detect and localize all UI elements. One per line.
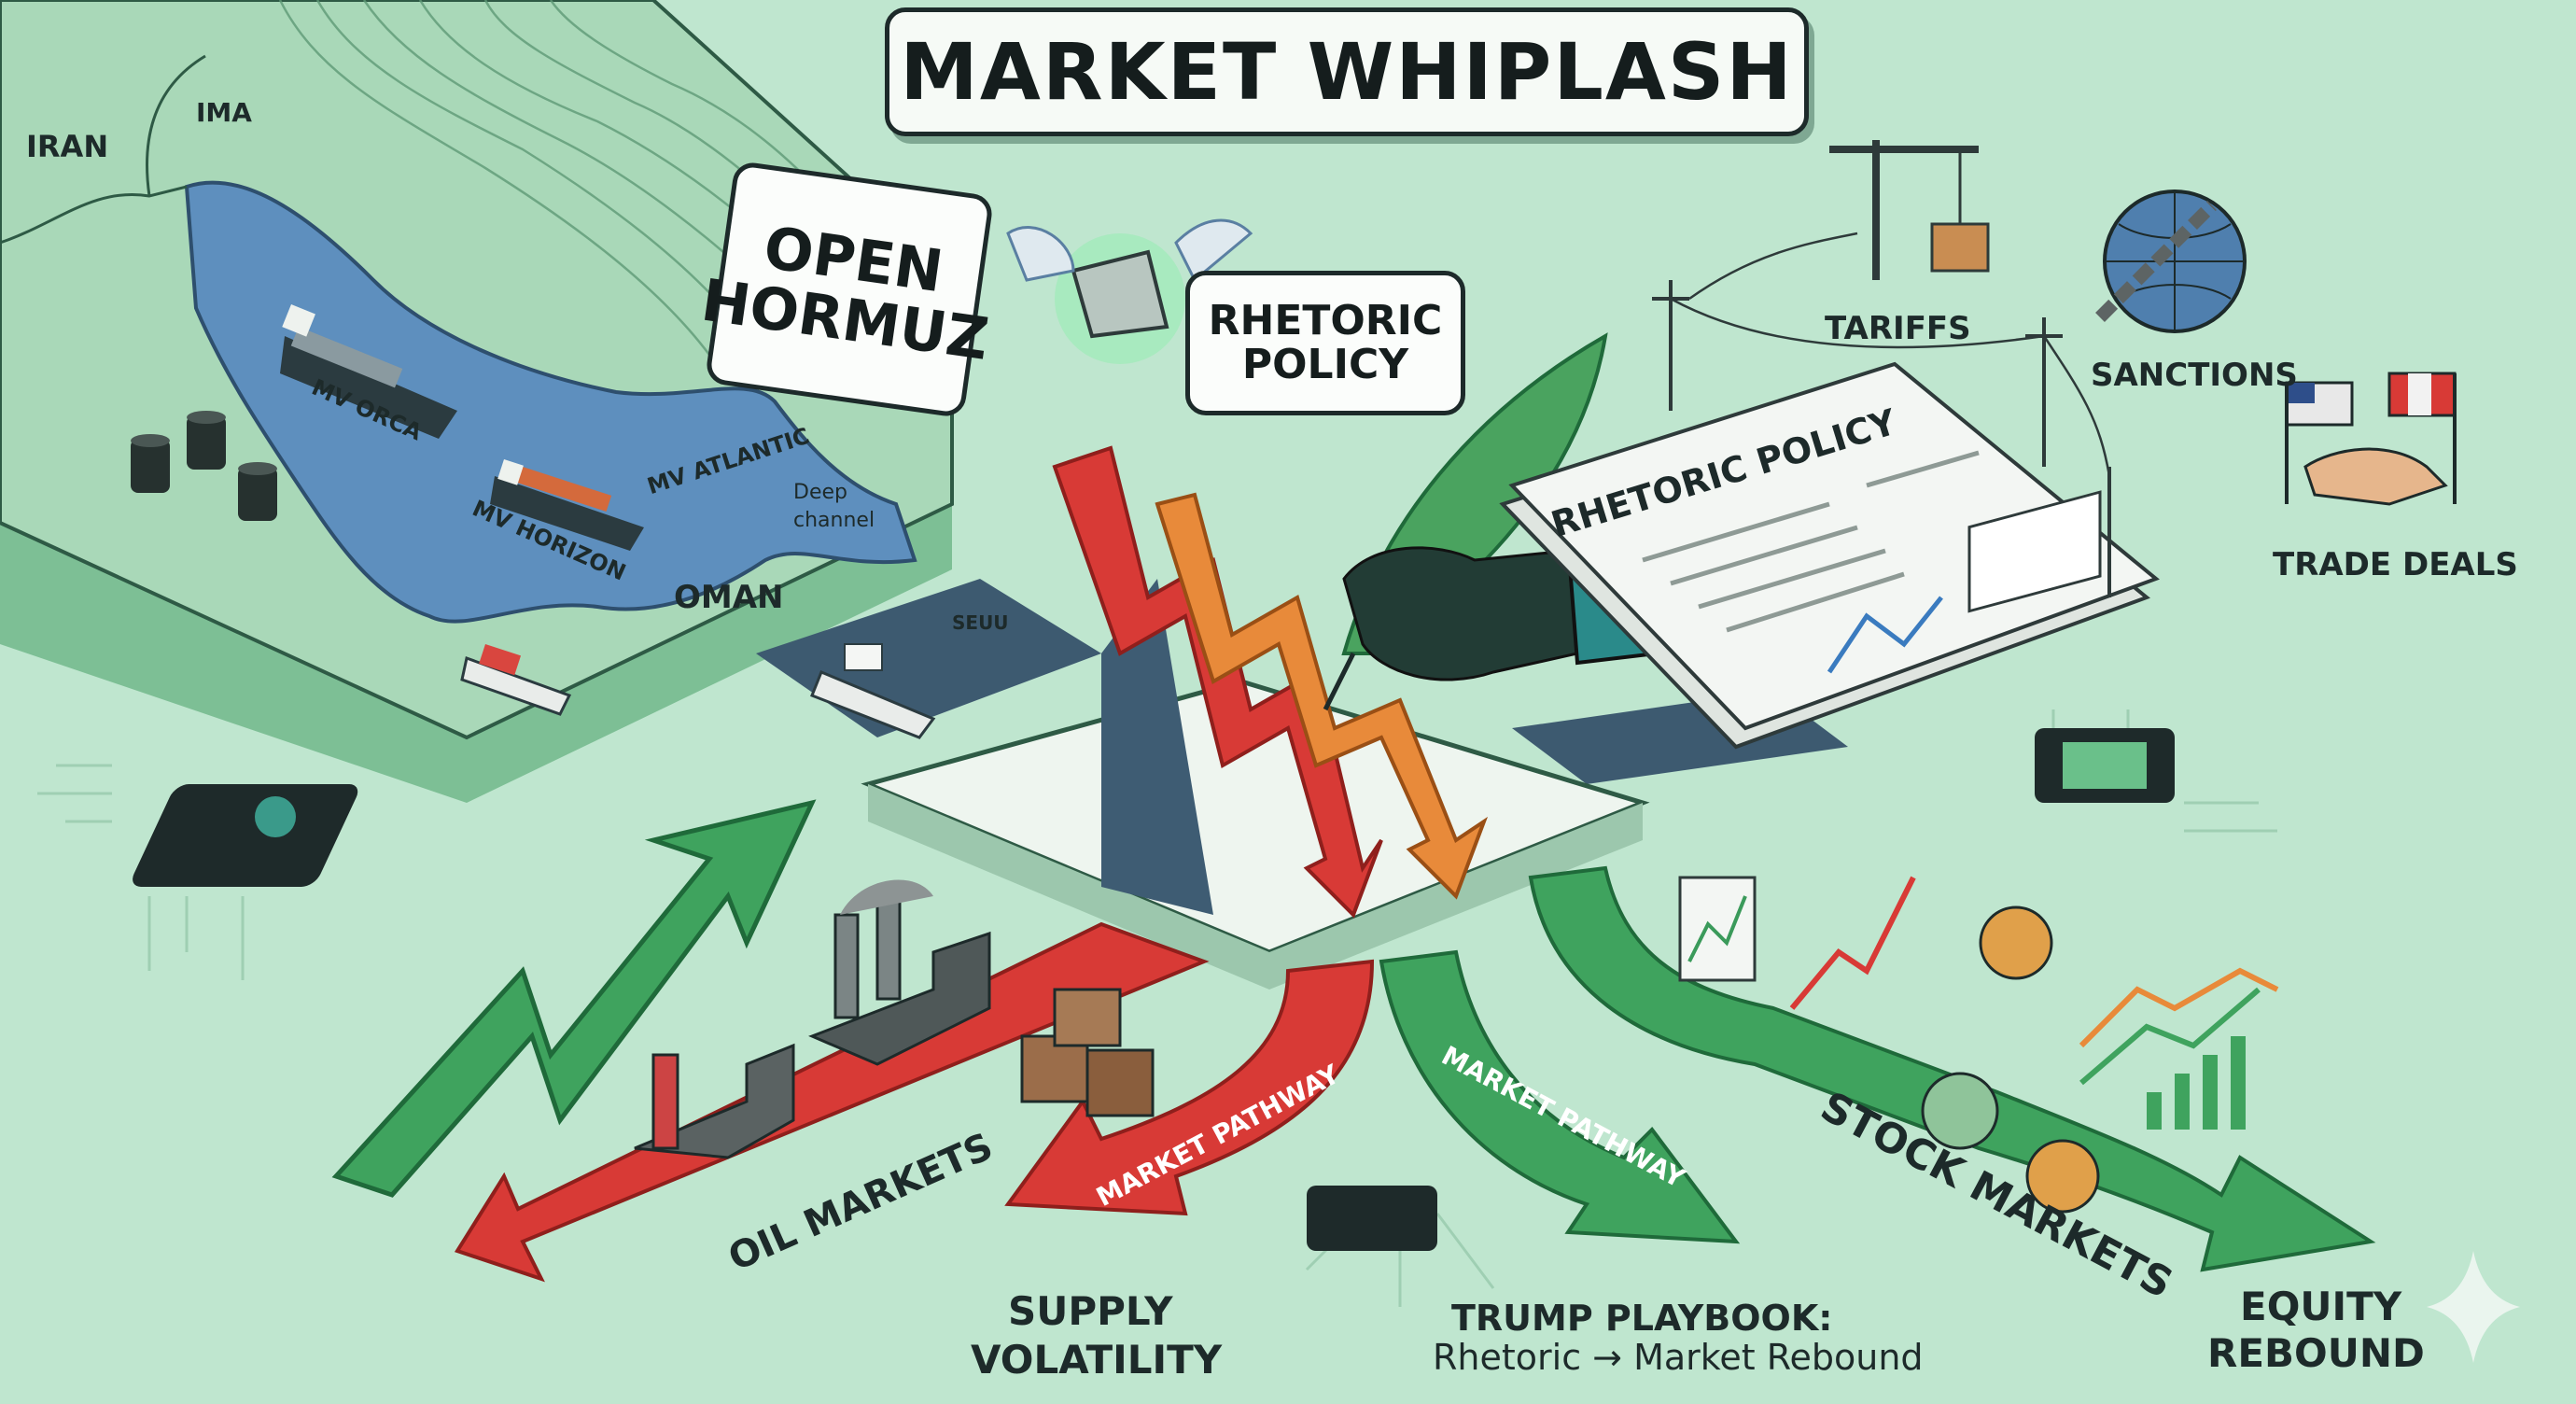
policy-document	[1499, 361, 2160, 750]
map-platform	[0, 0, 954, 803]
stock-chart-icon	[1678, 876, 2279, 1130]
outcome-playbook-line2: Rhetoric → Market Rebound	[1433, 1337, 1924, 1378]
coin-icon	[1921, 906, 2100, 1214]
power-lines	[1652, 232, 2111, 597]
handshake-icon	[2285, 372, 2457, 506]
sparkle-icon	[2427, 1251, 2520, 1363]
megaphone-icon	[1006, 218, 1253, 364]
rhetoric-bubble-line1: RHETORIC	[1208, 297, 1443, 345]
channel-label-line1: Deep	[793, 481, 847, 504]
cargo-ship-icon	[490, 459, 644, 551]
map-label-iran: IRAN	[26, 129, 109, 164]
cargo-ship-icon	[280, 304, 457, 439]
tool-label-trade-deals: TRADE DEALS	[2273, 546, 2518, 583]
channel-label-line2: channel	[793, 509, 875, 532]
open-hormuz-line2: HORMUZ	[697, 265, 993, 373]
growth-arrow	[331, 799, 817, 1198]
cargo-ship-icon	[460, 644, 572, 716]
oil-barrel-icon	[131, 411, 277, 521]
tool-label-tariffs: TARIFFS	[1825, 310, 1971, 347]
map-label-ima: IMA	[196, 97, 252, 128]
outcome-playbook-line1: TRUMP PLAYBOOK:	[1451, 1298, 1833, 1339]
tool-label-sanctions: SANCTIONS	[2091, 357, 2298, 394]
open-hormuz-bubble: OPEN HORMUZ	[697, 160, 995, 419]
title-banner: MARKET WHIPLASH	[885, 7, 1809, 136]
rhetoric-bubble-line2: POLICY	[1241, 340, 1409, 388]
cargo-ship-icon	[810, 643, 936, 739]
chip-icon	[2035, 728, 2175, 803]
map-label-oman: OMAN	[674, 579, 784, 616]
volatility-chart	[1052, 445, 1489, 919]
page-title: MARKET WHIPLASH	[900, 26, 1794, 118]
factory-icon	[634, 879, 991, 1159]
market-pathway-right-arrow	[1379, 949, 1741, 1244]
rhetoric-policy-bubble: RHETORIC POLICY	[1185, 271, 1465, 415]
outcome-equity-line2: REBOUND	[2207, 1330, 2425, 1376]
crane-icon	[1829, 140, 1990, 280]
chip-icon	[1307, 1186, 1437, 1251]
outcome-supply-line2: VOLATILITY	[971, 1337, 1223, 1383]
market-pathway-left-arrow	[1004, 959, 1375, 1216]
strait-label: SEUU	[952, 611, 1009, 634]
globe-chain-icon	[2095, 190, 2247, 333]
crate-icon	[1020, 988, 1155, 1117]
chip-icon	[133, 784, 358, 887]
outcome-equity-line1: EQUITY	[2240, 1284, 2402, 1329]
outcome-supply-line1: SUPPLY	[1008, 1288, 1173, 1334]
stock-pathway-arrow	[1528, 865, 2376, 1272]
